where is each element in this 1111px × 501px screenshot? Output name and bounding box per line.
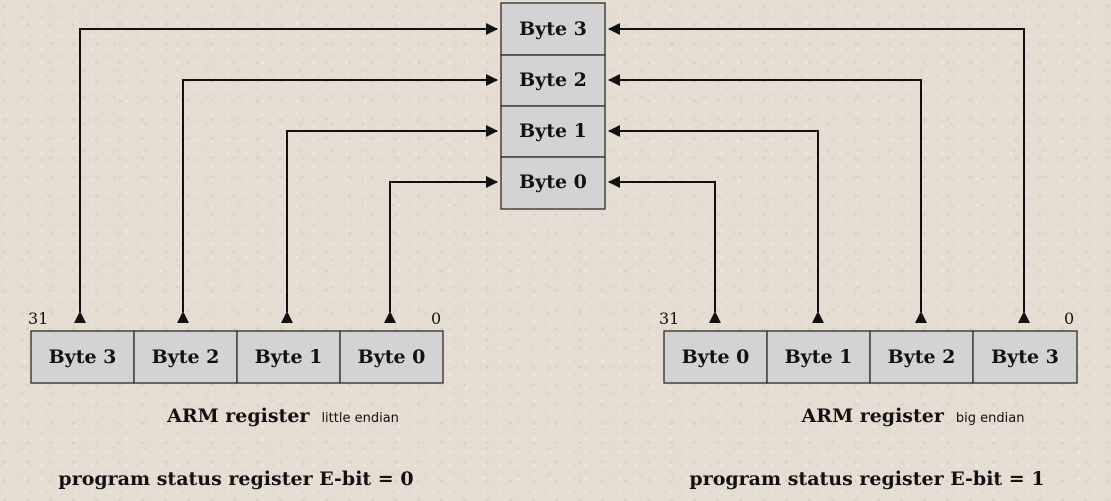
right-register-caption-main: ARM register: [801, 405, 945, 427]
right-register-caption-sub: big endian: [956, 411, 1025, 426]
right-register-cell-0: Byte 0: [663, 330, 768, 384]
memory-cell-3-label: Byte 0: [519, 171, 587, 193]
left-register-caption-main: ARM register: [166, 405, 310, 427]
left-register-caption-sub: little endian: [321, 411, 398, 426]
connector-left-byte1: [281, 125, 498, 323]
left-register-cell-1: Byte 2: [133, 330, 238, 384]
left-register-cell-0: Byte 3: [30, 330, 135, 384]
left-register-cell-3: Byte 0: [339, 330, 444, 384]
left-register-cell-2: Byte 1: [236, 330, 341, 384]
right-connectors: [608, 23, 1030, 323]
memory-column: Byte 3 Byte 2 Byte 1 Byte 0: [500, 2, 606, 210]
connector-right-byte3: [608, 23, 1030, 323]
left-register-cell-0-label: Byte 3: [49, 346, 117, 368]
connector-left-byte3: [74, 23, 498, 323]
connector-right-byte1: [608, 125, 824, 323]
left-register-footer: program status register E-bit = 0: [58, 468, 413, 490]
left-register-cell-1-label: Byte 2: [152, 346, 220, 368]
right-register-cell-1: Byte 1: [766, 330, 871, 384]
right-register-lsb-label: 0: [1064, 309, 1074, 328]
left-register-msb-label: 31: [28, 309, 48, 328]
right-register-cell-2-label: Byte 2: [888, 346, 956, 368]
connector-left-byte2: [177, 74, 498, 323]
right-register-cell-3: Byte 3: [972, 330, 1078, 384]
memory-cell-3: Byte 0: [500, 156, 606, 210]
right-register-cell-0-label: Byte 0: [682, 346, 750, 368]
memory-cell-2: Byte 1: [500, 105, 606, 158]
left-connectors: [74, 23, 498, 323]
right-register: 31 0 Byte 0 Byte 1 Byte 2 Byte 3 ARM reg…: [659, 309, 1078, 490]
memory-cell-2-label: Byte 1: [519, 120, 587, 142]
connector-left-byte0: [384, 176, 498, 323]
connector-right-byte2: [608, 74, 927, 323]
right-register-footer: program status register E-bit = 1: [689, 468, 1044, 490]
connector-right-byte0: [608, 176, 721, 323]
left-register-cell-2-label: Byte 1: [255, 346, 323, 368]
right-register-msb-label: 31: [659, 309, 679, 328]
left-register-cell-3-label: Byte 0: [358, 346, 426, 368]
memory-cell-1: Byte 2: [500, 54, 606, 107]
memory-cell-0-label: Byte 3: [519, 18, 587, 40]
right-register-cell-1-label: Byte 1: [785, 346, 853, 368]
left-register: 31 0 Byte 3 Byte 2 Byte 1 Byte 0 ARM reg…: [28, 309, 444, 490]
memory-cell-1-label: Byte 2: [519, 69, 587, 91]
right-register-cell-3-label: Byte 3: [991, 346, 1059, 368]
memory-cell-0: Byte 3: [500, 2, 606, 56]
right-register-cell-2: Byte 2: [869, 330, 974, 384]
left-register-lsb-label: 0: [431, 309, 441, 328]
right-register-caption: ARM register big endian: [801, 405, 1025, 427]
left-register-caption: ARM register little endian: [166, 405, 399, 427]
